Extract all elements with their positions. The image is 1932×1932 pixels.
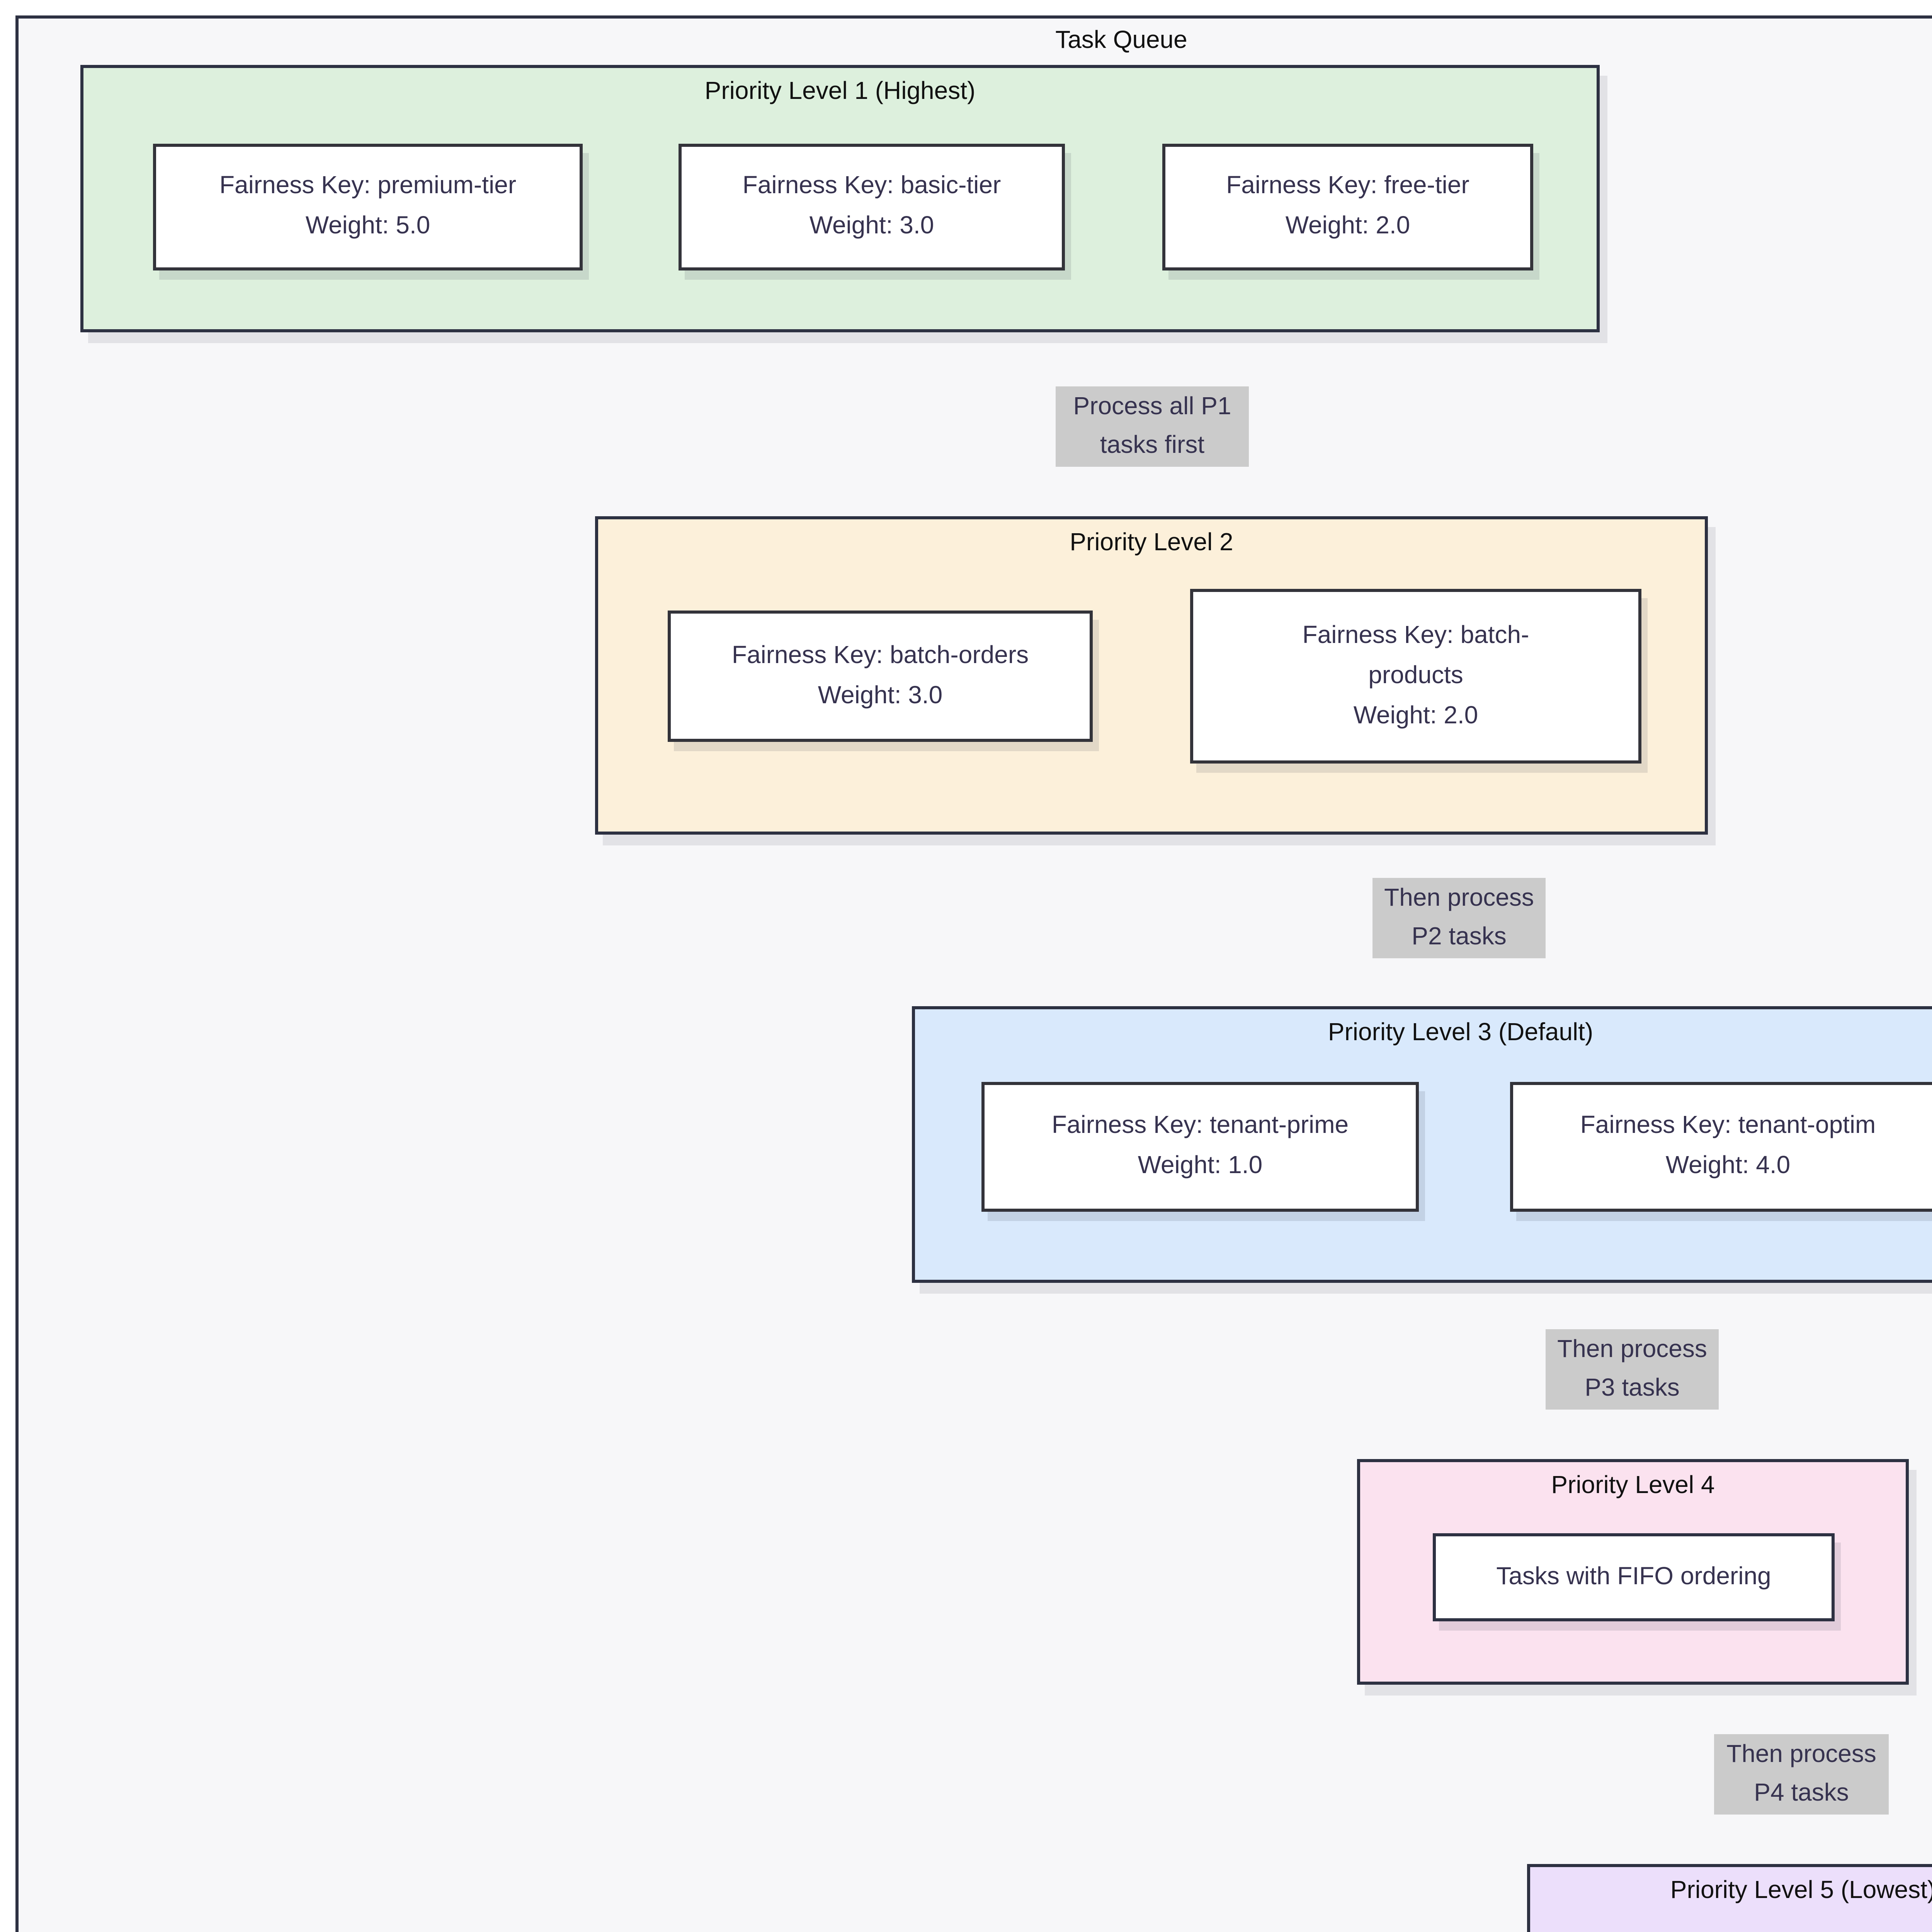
edge-label-line: P3 tasks: [1585, 1376, 1680, 1402]
edge-label-line: Then process: [1557, 1337, 1707, 1363]
edge-label-line: Then process: [1384, 886, 1534, 912]
node-text-line: Fairness Key: tenant-prime: [1051, 1113, 1349, 1139]
node-batch-products: Fairness Key: batch- products Weight: 2.…: [1190, 589, 1641, 764]
priority-level-3-title: Priority Level 3 (Default): [1328, 1020, 1594, 1046]
task-queue-label: Task Queue: [1055, 28, 1187, 54]
node-p4-fifo: Tasks with FIFO ordering: [1433, 1533, 1835, 1621]
node-text-line: Fairness Key: batch-: [1302, 622, 1529, 648]
priority-level-5-group: Priority Level 5 (Lowest) Tasks with FIF…: [1527, 1864, 1932, 1932]
node-text-line: Weight: 2.0: [1285, 213, 1410, 240]
priority-level-2-title: Priority Level 2: [1070, 530, 1233, 556]
node-text-line: Weight: 4.0: [1665, 1153, 1791, 1179]
edge-label-line: P2 tasks: [1412, 924, 1507, 951]
node-text-line: Fairness Key: basic-tier: [742, 173, 1001, 199]
priority-level-4-group: Priority Level 4 Tasks with FIFO orderin…: [1357, 1459, 1909, 1685]
edge-label-line: Then process: [1726, 1742, 1876, 1768]
priority-level-1-group: Priority Level 1 (Highest) Fairness Key:…: [80, 65, 1600, 332]
priority-level-1-title: Priority Level 1 (Highest): [704, 79, 976, 105]
node-text-line: Fairness Key: free-tier: [1226, 173, 1469, 199]
edge-label-p3-p4: Then process P3 tasks: [1546, 1329, 1719, 1410]
edge-label-line: P4 tasks: [1754, 1781, 1849, 1807]
priority-level-4-title: Priority Level 4: [1551, 1473, 1715, 1499]
node-batch-orders: Fairness Key: batch-orders Weight: 3.0: [668, 611, 1093, 742]
node-tenant-optim: Fairness Key: tenant-optim Weight: 4.0: [1510, 1082, 1932, 1212]
node-free-tier: Fairness Key: free-tier Weight: 2.0: [1162, 144, 1533, 270]
node-text-line: Fairness Key: premium-tier: [219, 173, 517, 199]
node-text-line: Weight: 1.0: [1138, 1153, 1263, 1179]
node-text-line: Weight: 2.0: [1353, 702, 1478, 729]
edge-label-p1-p2: Process all P1 tasks first: [1056, 386, 1249, 467]
node-text-line: Weight: 3.0: [818, 682, 943, 709]
priority-level-2-group: Priority Level 2 Fairness Key: batch-ord…: [595, 516, 1708, 835]
edge-label-line: tasks first: [1100, 433, 1205, 459]
priority-level-3-group: Priority Level 3 (Default) Fairness Key:…: [912, 1006, 1932, 1283]
node-tenant-prime: Fairness Key: tenant-prime Weight: 1.0: [981, 1082, 1419, 1212]
node-premium-tier: Fairness Key: premium-tier Weight: 5.0: [153, 144, 583, 270]
node-text-line: Tasks with FIFO ordering: [1496, 1563, 1771, 1590]
edge-label-line: Process all P1: [1073, 394, 1231, 420]
edge-label-p4-p5: Then process P4 tasks: [1714, 1734, 1889, 1815]
node-text-line: Weight: 3.0: [809, 213, 934, 240]
edge-label-p2-p3: Then process P2 tasks: [1372, 878, 1546, 958]
node-basic-tier: Fairness Key: basic-tier Weight: 3.0: [679, 144, 1065, 270]
node-text-line: products: [1368, 662, 1463, 689]
node-text-line: Fairness Key: tenant-optim: [1580, 1113, 1876, 1139]
node-text-line: Weight: 5.0: [305, 213, 430, 240]
priority-level-5-title: Priority Level 5 (Lowest): [1670, 1878, 1932, 1904]
node-text-line: Fairness Key: batch-orders: [731, 642, 1029, 668]
